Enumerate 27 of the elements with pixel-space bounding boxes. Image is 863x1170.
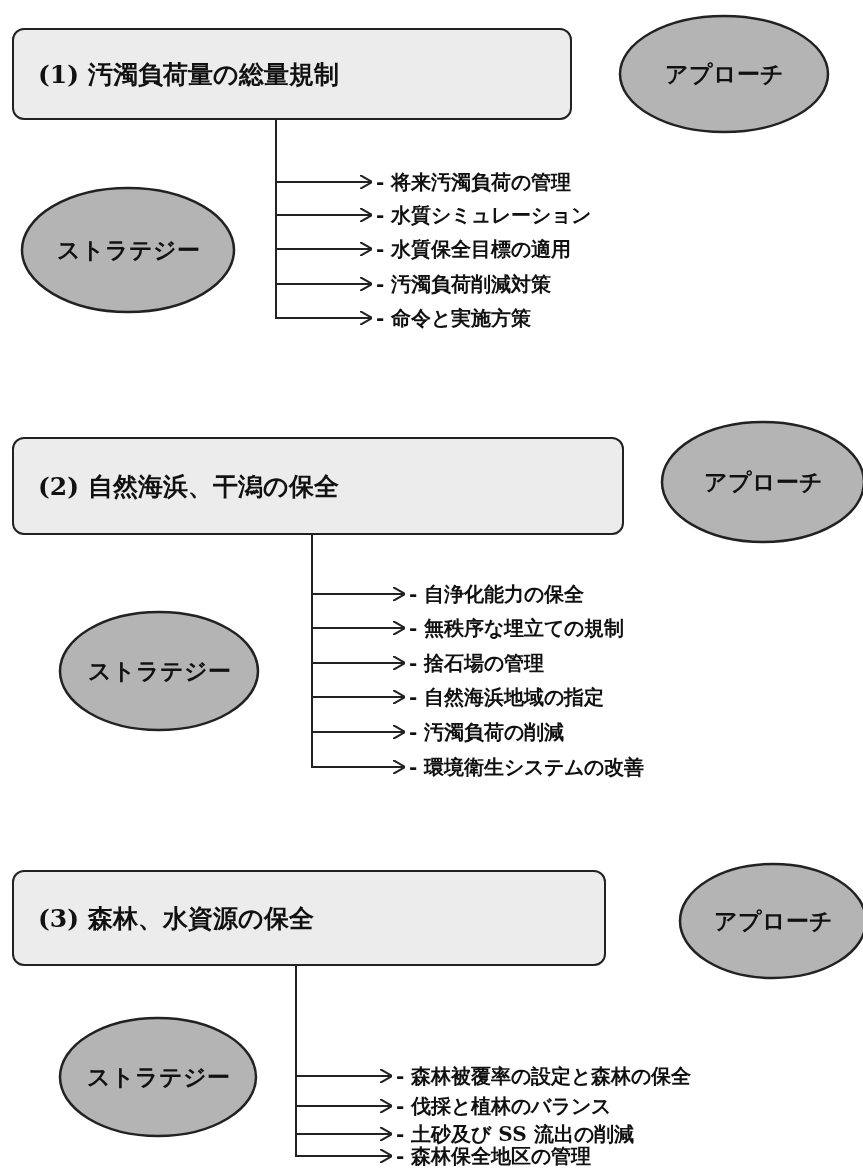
list-item: - 汚濁負荷の削減 [409,719,565,745]
ellipse-label: アプローチ [664,58,784,89]
ellipse-label: アプローチ [713,905,833,936]
heading-box: (3) 森林、水資源の保全 [12,870,606,966]
heading-box: (1) 汚濁負荷量の総量規制 [12,28,572,120]
list-item: - 環境衛生システムの改善 [409,754,645,780]
list-item: - 無秩序な埋立ての規制 [409,615,625,641]
ellipse-label: ストラテジー [87,655,231,686]
heading-box: (2) 自然海浜、干潟の保全 [12,437,624,535]
ellipse-node [58,1016,258,1138]
list-item: - 伐採と植林のバランス [396,1093,612,1119]
list-item: - 水質保全目標の適用 [376,236,572,262]
ellipse-label: ストラテジー [56,234,200,265]
ellipse-node [58,610,260,732]
list-item: - 捨石場の管理 [409,650,545,676]
arrow [275,119,373,326]
list-item: - 命令と実施方策 [376,305,532,331]
list-item: - 水質シミュレーション [376,202,592,228]
ellipse-node [618,14,830,134]
list-item: - 汚濁負荷削減対策 [376,271,552,297]
ellipse-node [20,186,236,314]
ellipse-label: アプローチ [703,466,823,497]
list-item: - 自然海浜地域の指定 [409,684,605,710]
list-item: - 将来汚濁負荷の管理 [376,169,572,195]
ellipse-label: ストラテジー [86,1061,230,1092]
list-item: - 森林被覆率の設定と森林の保全 [396,1063,692,1089]
list-item: - 自浄化能力の保全 [409,581,585,607]
